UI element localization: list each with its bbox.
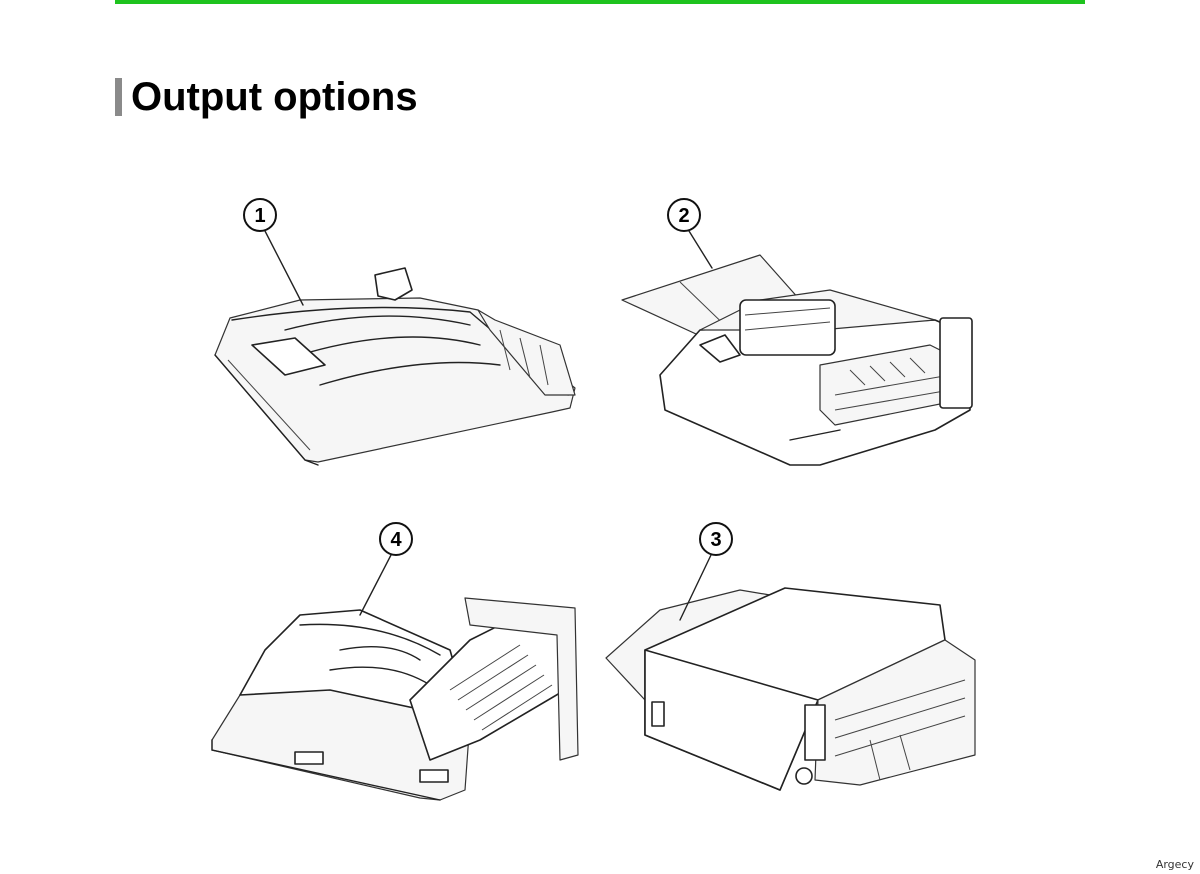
callout-2: 2 [667,198,713,269]
finisher-unit-illustration [605,587,976,791]
callout-number: 2 [678,205,689,227]
output-unit-illustration [621,254,973,466]
callout-1: 1 [243,198,304,306]
callout-number: 1 [254,205,265,227]
page-title: Output options [131,75,418,119]
callout-number: 4 [390,529,402,551]
output-tray-illustration [214,267,576,466]
stacker-tray-illustration [211,597,579,801]
callout-number: 3 [710,529,721,551]
callout-3: 3 [679,522,733,621]
top-rule [115,0,1085,4]
callout-4: 4 [359,522,413,616]
footer-watermark: Argecy [1155,858,1194,871]
title-accent-bar [115,78,122,116]
